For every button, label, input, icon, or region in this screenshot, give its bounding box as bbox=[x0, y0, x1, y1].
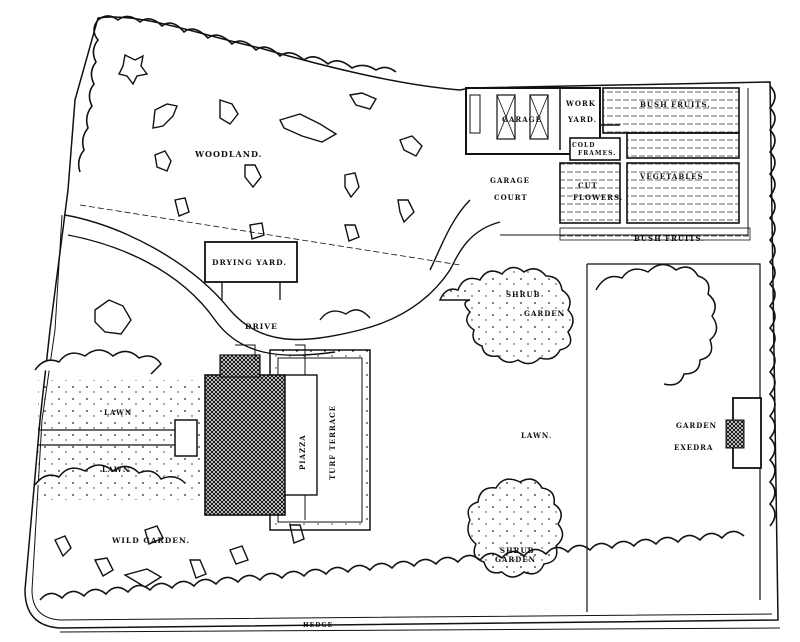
label-cold-2: FRAMES. bbox=[578, 150, 616, 157]
label-lawn-center: LAWN. bbox=[521, 431, 552, 440]
drying-yard bbox=[204, 241, 298, 300]
garage-block bbox=[465, 87, 620, 155]
label-shrub-garden-bottom-2: GARDEN bbox=[495, 555, 536, 564]
label-shrub-garden-bottom-1: SHRUB bbox=[500, 546, 535, 555]
garden-exedra bbox=[725, 397, 762, 469]
label-shrub-garden-top-2: GARDEN bbox=[524, 309, 565, 318]
shrub-masses bbox=[34, 263, 718, 578]
hedge-border bbox=[39, 15, 776, 601]
lawn-area bbox=[38, 380, 203, 500]
woodland-trees bbox=[117, 53, 423, 242]
wild-garden-trees bbox=[54, 524, 305, 588]
label-drive: DRIVE bbox=[245, 322, 278, 331]
house bbox=[204, 344, 371, 531]
label-garden-exedra-1: GARDEN bbox=[676, 421, 717, 430]
label-cold-1: COLD bbox=[572, 142, 595, 149]
label-shrub-garden-top-1: SHRUB bbox=[506, 290, 541, 299]
label-work-1: WORK bbox=[565, 99, 596, 108]
label-cut-1: CUT bbox=[578, 181, 598, 190]
label-bush-fruits-top: BUSH FRUITS. bbox=[640, 100, 711, 109]
label-bush-fruits-bottom: BUSH FRUITS. bbox=[634, 234, 705, 243]
label-hedge: HEDGE bbox=[303, 622, 333, 629]
label-piazza: PIAZZA bbox=[298, 434, 307, 470]
label-vegetables: VEGETABLES bbox=[639, 172, 704, 181]
service-path bbox=[79, 204, 461, 266]
label-lawn-lower: LAWN bbox=[102, 465, 130, 474]
label-garage-court-2: COURT bbox=[494, 193, 528, 202]
label-woodland: WOODLAND. bbox=[194, 149, 262, 159]
lawn-boundary-line bbox=[586, 263, 761, 612]
label-cut-2: FLOWERS. bbox=[573, 193, 623, 202]
label-turf-terrace: TURF TERRACE bbox=[328, 405, 337, 480]
left-tree-clump bbox=[94, 299, 371, 335]
label-garden-exedra-2: EXEDRA bbox=[674, 443, 713, 452]
label-garage-court-1: GARAGE bbox=[490, 176, 530, 185]
label-lawn-upper: LAWN bbox=[104, 408, 132, 417]
label-drying-yard: DRYING YARD. bbox=[212, 258, 287, 267]
kitchen-garden bbox=[500, 87, 751, 241]
label-work-2: YARD. bbox=[567, 115, 597, 124]
label-garage: GARAGE bbox=[502, 115, 542, 124]
label-wild-garden: WILD GARDEN. bbox=[111, 536, 190, 545]
